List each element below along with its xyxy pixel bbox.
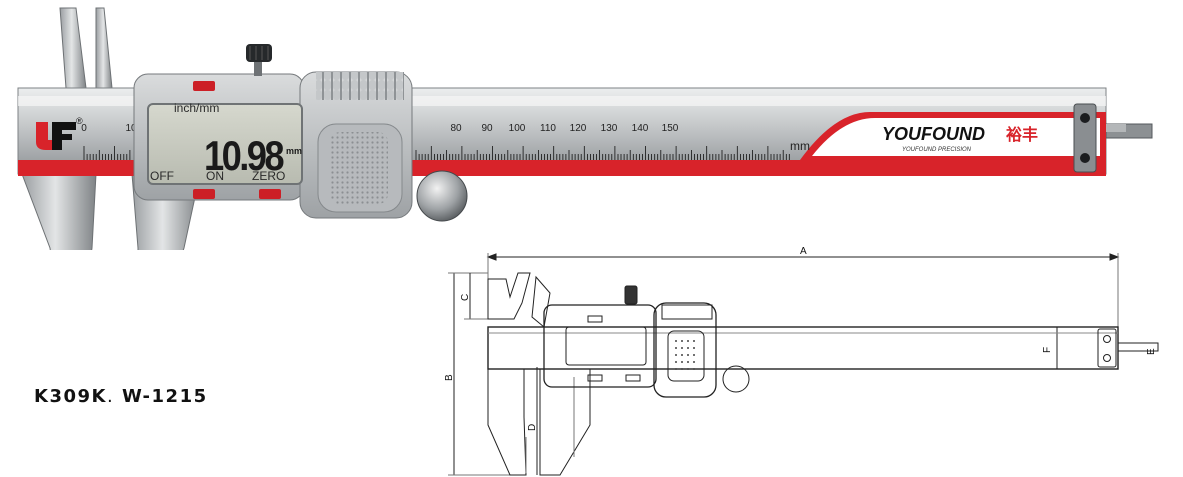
scale-ticks — [83, 146, 790, 160]
uf-logo — [36, 122, 76, 150]
end-clip — [1073, 103, 1097, 173]
model-separator: . — [106, 386, 115, 407]
scale-label: 140 — [632, 123, 649, 134]
button-label-zero: ZERO — [252, 169, 285, 183]
lcd-reading: 10.98 — [204, 132, 284, 179]
scale-label: 110 — [540, 123, 556, 134]
lock-screw[interactable] — [246, 44, 272, 76]
scale-label: 90 — [481, 123, 493, 134]
scale-label: 0 — [81, 123, 87, 134]
dim-label-c: C — [460, 294, 471, 301]
dim-label-a: A — [800, 247, 807, 257]
lcd-unit: mm — [286, 146, 302, 156]
dim-label-d: D — [527, 424, 538, 431]
brand-name-cn: 裕丰 — [1005, 125, 1038, 144]
scale-label: 120 — [570, 123, 587, 134]
zero-button[interactable] — [259, 189, 281, 199]
on-off-button[interactable] — [193, 189, 215, 199]
registered-mark: ® — [76, 116, 83, 126]
button-label-off: OFF — [150, 169, 174, 183]
unit-button[interactable] — [193, 81, 215, 91]
scale-label: 130 — [601, 123, 618, 134]
model-number: K309K. W-1215 — [34, 386, 208, 407]
scale-labels: 0 10 80 90 100 110 120 130 140 150 — [81, 123, 679, 134]
lcd-screen — [147, 103, 303, 185]
dim-label-f: F — [1042, 347, 1053, 353]
scale-label: 100 — [509, 123, 526, 134]
brand-name: YOUFOUND — [882, 124, 985, 144]
brand-tagline: YOUFOUND PRECISION — [902, 147, 972, 153]
dim-label-e: E — [1146, 348, 1157, 355]
button-label-on: ON — [206, 169, 224, 183]
upper-jaws — [59, 7, 113, 89]
model-code-b: W-1215 — [122, 386, 208, 407]
technical-drawing: A B C D E F — [444, 247, 1159, 476]
caliper-photo: 0 10 80 90 100 110 120 130 140 150 mm inch/mm 10.… — [17, 7, 1153, 250]
model-code-a: K309K — [34, 386, 107, 407]
scale-unit: mm — [790, 139, 810, 153]
scale-label: 10 — [125, 123, 137, 134]
scale-label: 80 — [450, 123, 462, 134]
unit-header: inch/mm — [174, 101, 219, 115]
thumb-wheel[interactable] — [416, 170, 468, 222]
scale-label: 150 — [662, 123, 679, 134]
dim-label-b: B — [444, 374, 455, 381]
